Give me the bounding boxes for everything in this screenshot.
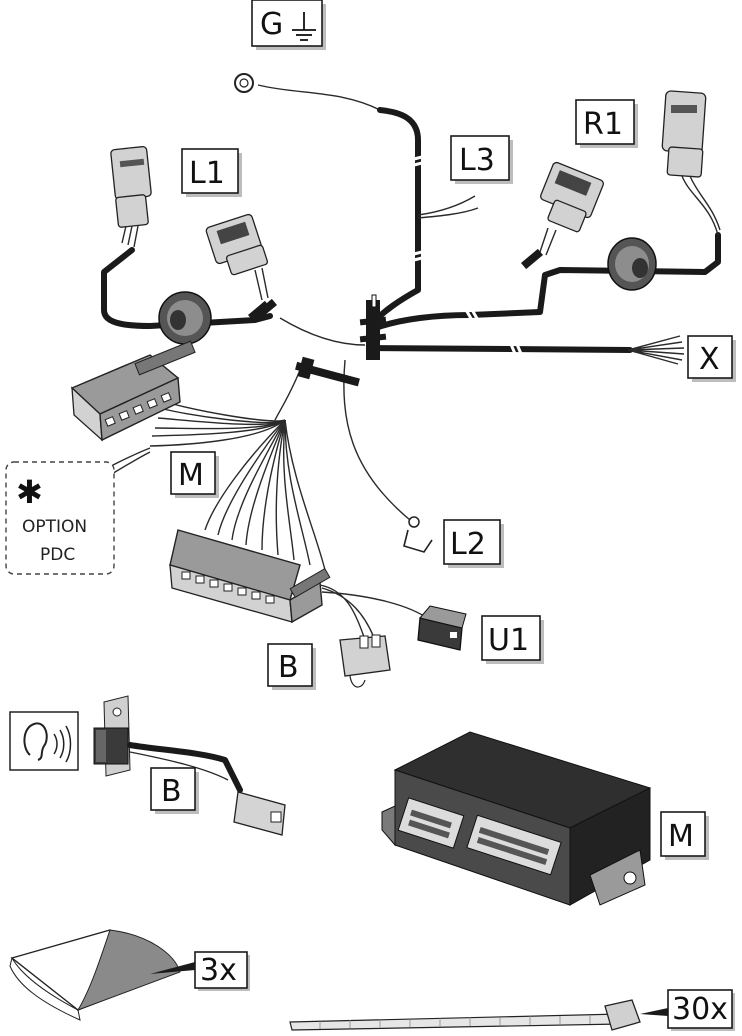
svg-text:L1: L1: [189, 156, 225, 191]
label-cable-tie-qty: 30x: [667, 989, 735, 1031]
pdc-label: PDC: [40, 545, 75, 565]
option-label: OPTION: [22, 517, 87, 537]
control-module: [381, 731, 652, 906]
ear-sound-icon: [23, 722, 72, 763]
svg-text:M: M: [178, 458, 204, 493]
cable-clamps: [248, 248, 543, 387]
label-x: X: [687, 335, 736, 382]
u1-connector: [417, 605, 467, 651]
main-harness-cables: [69, 73, 721, 571]
m-lower-connector: [169, 529, 431, 641]
svg-text:30x: 30x: [672, 992, 728, 1027]
wire-bundle-m: [149, 399, 326, 571]
label-adhesive-qty: 3x: [194, 951, 250, 991]
l2-ring-terminal: [403, 516, 433, 553]
svg-text:U1: U1: [488, 623, 529, 658]
l1-socket-connector: [205, 213, 269, 301]
b-harness-connector: [339, 634, 391, 688]
svg-text:M: M: [668, 819, 694, 854]
svg-text:R1: R1: [583, 107, 623, 142]
adhesive-pads: [9, 929, 195, 1021]
svg-text:3x: 3x: [200, 953, 237, 988]
buzzer-assembly: [9, 695, 286, 836]
label-l3: L3: [450, 135, 513, 184]
label-b-harness: B: [267, 643, 316, 690]
svg-text:G: G: [260, 7, 283, 42]
label-r1: R1: [575, 99, 638, 148]
svg-text:L3: L3: [459, 143, 495, 178]
label-u1: U1: [481, 615, 544, 664]
svg-text:B: B: [278, 650, 299, 685]
cable-tie: [289, 999, 668, 1031]
r1-socket-connector: [539, 161, 604, 256]
svg-text:L2: L2: [450, 527, 486, 562]
label-m-module: M: [660, 811, 709, 860]
l1-plug-connector: [110, 146, 152, 248]
pdc-option-box: ✱ OPTION PDC: [5, 461, 115, 575]
label-l2: L2: [443, 519, 504, 568]
label-m-harness: M: [170, 451, 219, 498]
l1-grommet: [158, 291, 212, 345]
label-l1: L1: [181, 148, 242, 197]
label-ground: G: [251, 0, 326, 50]
svg-text:B: B: [161, 774, 182, 809]
label-b-buzzer: B: [150, 767, 199, 814]
m-upper-connector: [70, 340, 196, 442]
r1-grommet: [607, 237, 657, 291]
r1-plug-connector: [661, 90, 721, 236]
ground-symbol-icon: [292, 12, 316, 41]
option-asterisk: ✱: [16, 473, 43, 511]
svg-text:X: X: [699, 342, 720, 377]
